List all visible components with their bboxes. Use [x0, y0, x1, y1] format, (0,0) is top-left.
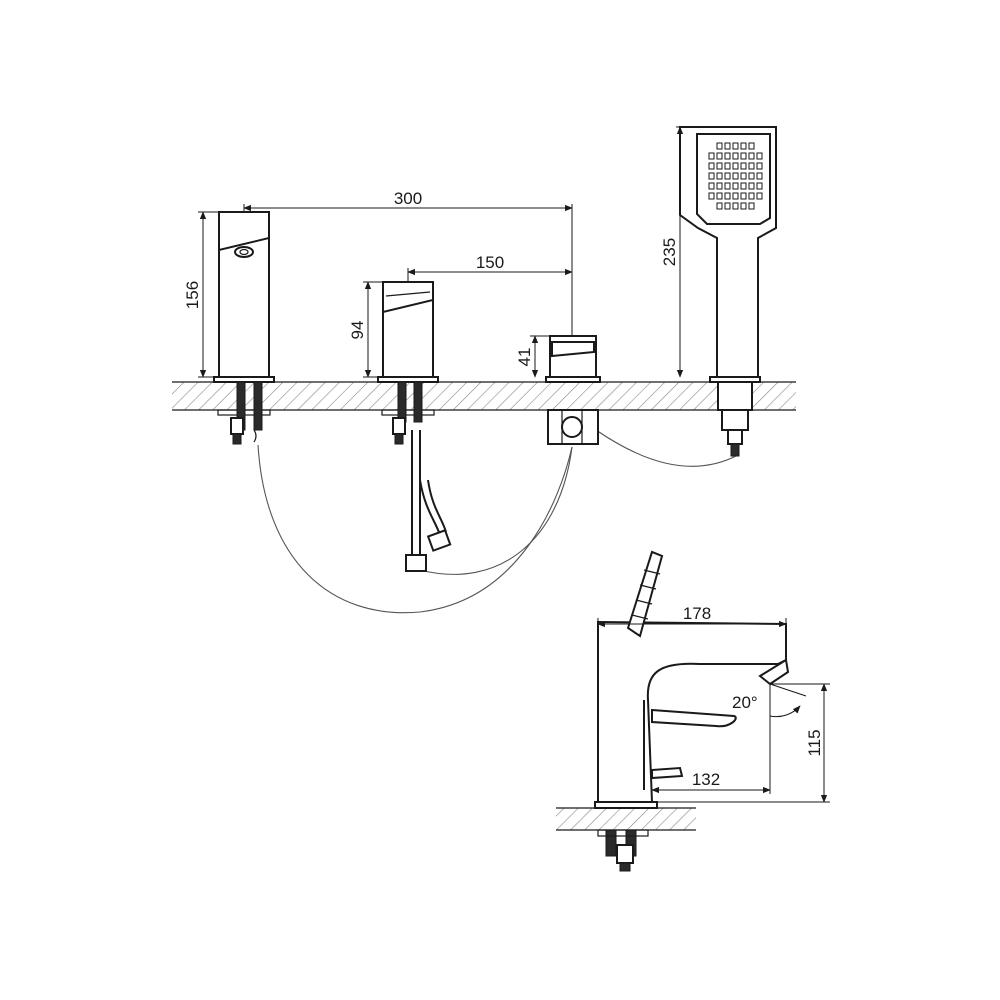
nozzle [716, 192, 723, 200]
nozzle [756, 162, 763, 170]
nozzle [748, 172, 755, 180]
nozzle [740, 202, 747, 210]
hand-shower [679, 126, 777, 457]
nozzle [756, 182, 763, 190]
nozzle [716, 202, 723, 210]
nozzle [724, 162, 731, 170]
nozzle [740, 172, 747, 180]
nozzle [732, 182, 739, 190]
nozzle [716, 142, 723, 150]
connection-hoses [257, 429, 739, 614]
dim-150: 150 [476, 253, 504, 272]
nozzle [740, 162, 747, 170]
dim-132: 132 [692, 770, 720, 789]
nozzle [708, 192, 715, 200]
nozzle [724, 202, 731, 210]
nozzle [708, 152, 715, 160]
nozzle [740, 142, 747, 150]
nozzle [756, 172, 763, 180]
nozzle [748, 142, 755, 150]
nozzle [748, 152, 755, 160]
nozzle [740, 152, 747, 160]
nozzle [756, 152, 763, 160]
nozzle [732, 202, 739, 210]
nozzle [748, 202, 755, 210]
nozzle [708, 162, 715, 170]
mixer-front [377, 281, 452, 572]
dim-41: 41 [515, 348, 534, 367]
dim-178: 178 [683, 604, 711, 623]
nozzle [748, 192, 755, 200]
nozzle [732, 192, 739, 200]
diverter [545, 335, 601, 445]
nozzle [724, 142, 731, 150]
nozzle [732, 142, 739, 150]
nozzle [724, 182, 731, 190]
dim-20-degrees: 20° [732, 693, 758, 712]
nozzle [716, 182, 723, 190]
nozzle [732, 172, 739, 180]
nozzle [716, 162, 723, 170]
nozzle [724, 192, 731, 200]
nozzle [740, 182, 747, 190]
nozzle [716, 172, 723, 180]
nozzle [748, 182, 755, 190]
nozzle [732, 162, 739, 170]
dim-235: 235 [660, 238, 679, 266]
nozzle [708, 182, 715, 190]
deck-section [172, 381, 796, 411]
spray-nozzles [708, 142, 763, 210]
dimension-labels: 300 150 156 94 41 235 178 132 115 20° [183, 189, 824, 789]
nozzle [724, 152, 731, 160]
dim-115: 115 [805, 729, 824, 756]
nozzle [708, 172, 715, 180]
dim-156: 156 [183, 281, 202, 309]
nozzle [756, 192, 763, 200]
bath-spout-side [556, 550, 790, 872]
bath-spout-front [213, 211, 275, 445]
nozzle [716, 152, 723, 160]
nozzle [732, 152, 739, 160]
nozzle [740, 192, 747, 200]
dim-94: 94 [348, 321, 367, 340]
dim-300: 300 [394, 189, 422, 208]
dimension-lines [198, 126, 830, 803]
nozzle [748, 162, 755, 170]
nozzle [724, 172, 731, 180]
